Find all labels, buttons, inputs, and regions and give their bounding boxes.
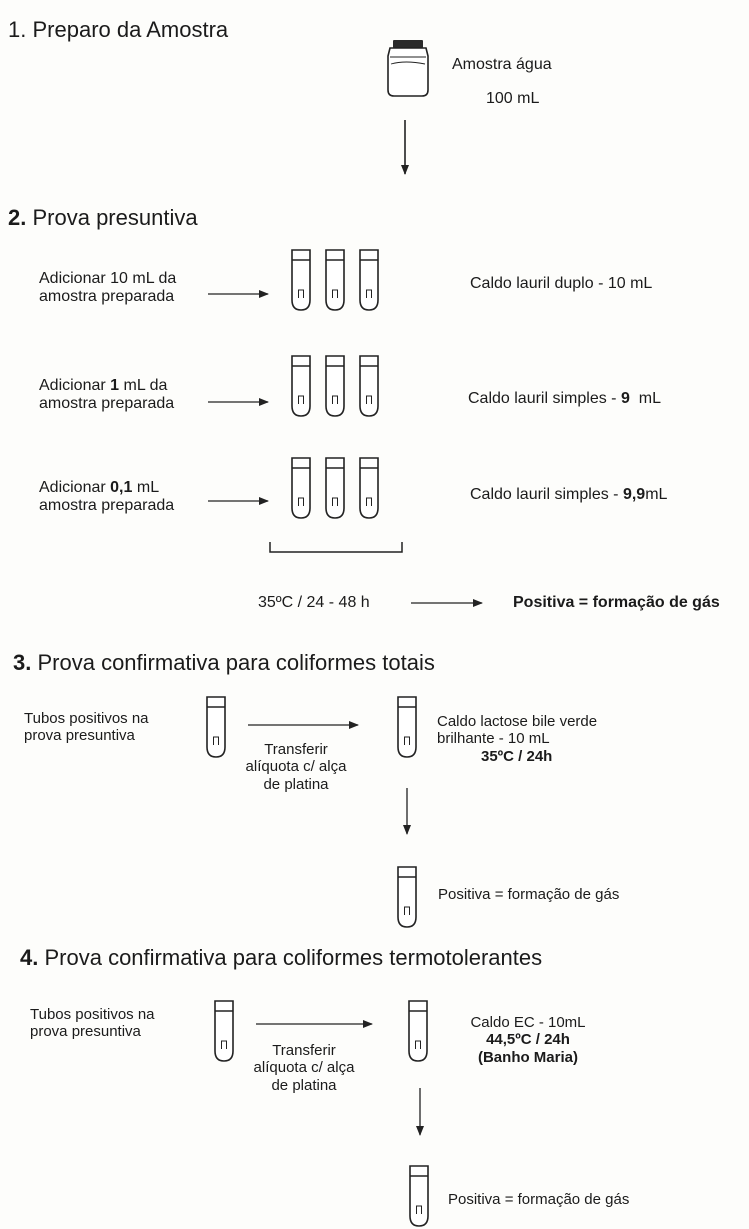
medium-prefix: Caldo lauril simples - bbox=[470, 486, 623, 503]
add-suffix: mL da bbox=[132, 270, 177, 287]
medium-unit: mL bbox=[638, 390, 661, 407]
medium-prefix: Caldo lauril duplo - bbox=[470, 275, 608, 292]
add-suffix: mL da bbox=[123, 377, 168, 394]
medium-line3: (Banho Maria) bbox=[477, 1048, 578, 1066]
medium-value: 10 bbox=[607, 275, 626, 292]
section4-title: Prova confirmativa para coliformes termo… bbox=[44, 945, 543, 970]
add-value: 10 bbox=[110, 270, 128, 287]
sample-volume: 100 mL bbox=[486, 90, 540, 107]
transfer-line3: de platina bbox=[271, 1076, 337, 1094]
tube-medium-section3 bbox=[397, 696, 417, 758]
section3-number: 3. bbox=[13, 650, 32, 675]
section4-result: Positiva = formação de gás bbox=[448, 1191, 630, 1208]
tube-row-1 bbox=[291, 249, 379, 311]
transfer-line1: Transferir bbox=[264, 741, 328, 758]
source-line2: prova presuntiva bbox=[24, 727, 135, 745]
section3-heading: 3. Prova confirmativa para coliformes to… bbox=[13, 650, 435, 675]
section4-transfer-text: Transferir alíquota c/ alça de platina bbox=[228, 1042, 380, 1094]
tube-medium-section4 bbox=[408, 1000, 428, 1062]
sample-bottle-icon bbox=[387, 40, 429, 97]
medium-value: 9 bbox=[620, 390, 630, 407]
incubation-condition: 35ºC / 24 - 48 h bbox=[258, 594, 370, 611]
medium-line2: 44,5ºC / 24h bbox=[486, 1031, 570, 1049]
medium-unit: mL bbox=[645, 486, 668, 503]
medium-line1: Caldo lactose bile verde bbox=[437, 713, 598, 730]
section2-heading: 2. Prova presuntiva bbox=[8, 205, 198, 230]
section1-heading: 1. Preparo da Amostra bbox=[8, 17, 228, 42]
medium-line1: Caldo EC - 10mL bbox=[470, 1014, 586, 1031]
medium-line2: brilhante - 10 mL bbox=[437, 730, 550, 748]
source-line1: Tubos positivos na bbox=[30, 1006, 155, 1023]
medium-row-3: Caldo lauril simples - 9,9mL bbox=[470, 486, 667, 504]
medium-unit: mL bbox=[625, 275, 653, 292]
tube-result-section4 bbox=[409, 1165, 429, 1227]
section4-source-text: Tubos positivos na prova presuntiva bbox=[30, 1006, 155, 1041]
grouping-bracket bbox=[269, 542, 403, 553]
section3-transfer-text: Transferir alíquota c/ alça de platina bbox=[220, 741, 372, 793]
medium-row-1: Caldo lauril duplo - 10 mL bbox=[470, 275, 652, 293]
section1-title: Preparo da Amostra bbox=[32, 17, 229, 42]
medium-value: 9,9 bbox=[622, 486, 646, 503]
section4-number: 4. bbox=[20, 945, 39, 970]
section3-source-text: Tubos positivos na prova presuntiva bbox=[24, 710, 149, 745]
section3-medium-text: Caldo lactose bile verde brilhante - 10 … bbox=[437, 713, 597, 765]
source-line2: prova presuntiva bbox=[30, 1023, 141, 1041]
tube-result-section3 bbox=[397, 866, 417, 928]
add-prefix: Adicionar bbox=[39, 377, 106, 394]
section3-title: Prova confirmativa para coliformes totai… bbox=[37, 650, 435, 675]
add-prefix: Adicionar bbox=[39, 270, 106, 287]
transfer-line3: de platina bbox=[263, 775, 329, 793]
transfer-line2: alíquota c/ alça bbox=[253, 1059, 355, 1077]
tube-row-3 bbox=[291, 457, 379, 519]
add-instruction-row-3: Adicionar 0,1 mL amostra preparada bbox=[39, 479, 174, 516]
add-value: 1 bbox=[110, 377, 120, 394]
section3-result: Positiva = formação de gás bbox=[438, 886, 620, 903]
section4-medium-text: Caldo EC - 10mL 44,5ºC / 24h (Banho Mari… bbox=[448, 1014, 608, 1066]
add-instruction-row-2: Adicionar 1 mL da amostra preparada bbox=[39, 377, 174, 414]
section1-number: 1. bbox=[8, 17, 27, 42]
tube-row-2 bbox=[291, 355, 379, 417]
transfer-line2: alíquota c/ alça bbox=[245, 758, 347, 776]
add-line2: amostra preparada bbox=[39, 288, 175, 306]
section2-title: Prova presuntiva bbox=[32, 205, 198, 230]
section4-heading: 4. Prova confirmativa para coliformes te… bbox=[20, 945, 542, 970]
section2-number: 2. bbox=[8, 205, 27, 230]
add-value: 0,1 bbox=[110, 479, 133, 496]
medium-prefix: Caldo lauril simples - bbox=[468, 390, 621, 407]
sample-label: Amostra água bbox=[452, 56, 552, 73]
presumptive-result: Positiva = formação de gás bbox=[513, 594, 720, 611]
add-suffix: mL bbox=[136, 479, 160, 496]
medium-line3: 35ºC / 24h bbox=[481, 747, 553, 765]
add-line2: amostra preparada bbox=[39, 395, 175, 413]
transfer-line1: Transferir bbox=[272, 1042, 336, 1059]
medium-row-2: Caldo lauril simples - 9 mL bbox=[468, 390, 661, 408]
source-line1: Tubos positivos na bbox=[24, 710, 149, 727]
add-line2: amostra preparada bbox=[39, 497, 175, 515]
add-instruction-row-1: Adicionar 10 mL da amostra preparada bbox=[39, 270, 176, 307]
add-prefix: Adicionar bbox=[39, 479, 106, 496]
